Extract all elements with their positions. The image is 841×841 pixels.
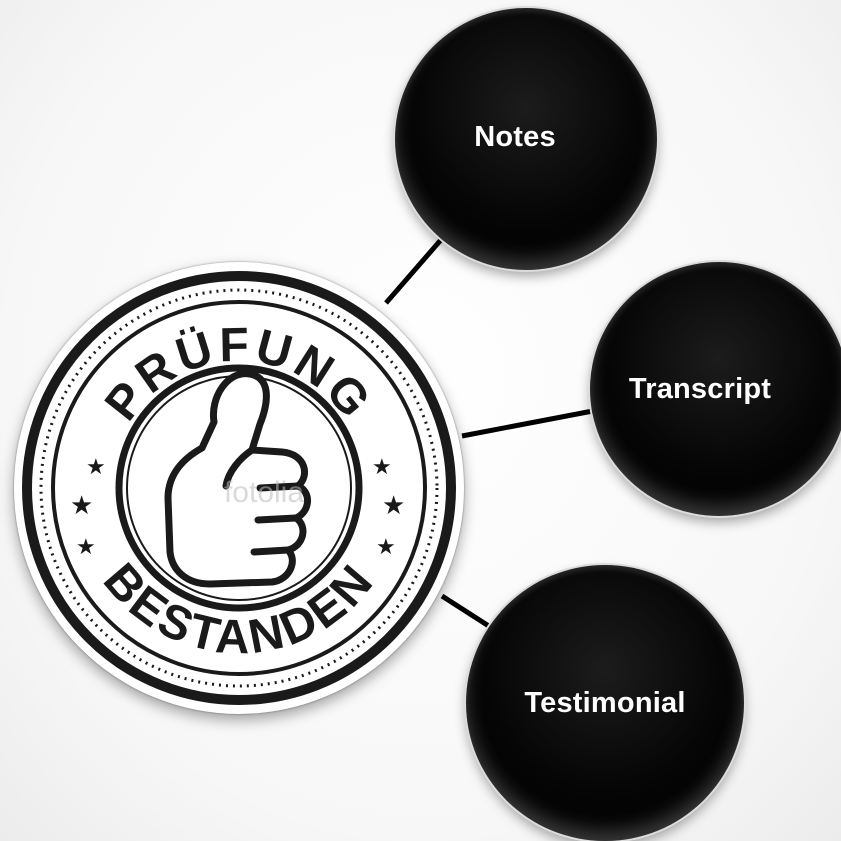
- svg-text:★: ★: [376, 535, 396, 560]
- svg-text:★: ★: [70, 491, 93, 521]
- connector-testimonial: [440, 593, 497, 633]
- svg-text:★: ★: [76, 535, 96, 560]
- node-transcript[interactable]: Transcript: [590, 262, 841, 516]
- star-icons: ★ ★ ★ ★ ★ ★: [70, 455, 405, 560]
- connector-transcript: [461, 407, 599, 439]
- stamp-graphic: PRÜFUNG BESTANDEN ★ ★ ★ ★ ★ ★: [22, 271, 456, 705]
- svg-text:★: ★: [372, 455, 392, 480]
- node-testimonial[interactable]: Testimonial: [466, 565, 744, 841]
- connector-notes: [384, 232, 448, 305]
- svg-text:★: ★: [382, 491, 405, 521]
- thumbs-up-icon: [164, 370, 311, 588]
- node-notes[interactable]: Notes: [395, 8, 657, 270]
- svg-text:★: ★: [86, 455, 106, 480]
- watermark-text: fotolia: [224, 476, 304, 509]
- node-notes-label: Notes: [474, 120, 556, 153]
- node-testimonial-label: Testimonial: [524, 686, 686, 719]
- exam-passed-stamp: PRÜFUNG BESTANDEN ★ ★ ★ ★ ★ ★: [14, 262, 464, 714]
- node-transcript-label: Transcript: [628, 372, 772, 405]
